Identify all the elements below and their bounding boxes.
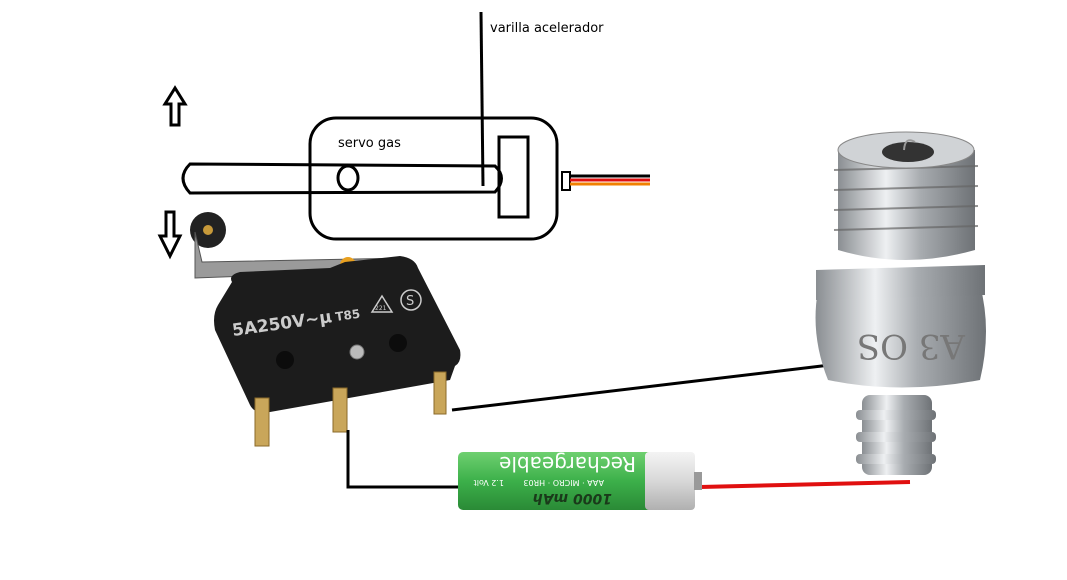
battery-type: AAA · MICRO · HR03 [523,478,604,487]
servo-body [308,116,559,241]
glow-plug: A3 OS [815,131,986,475]
battery-brand-text: Rechargeable [499,452,636,476]
switch-cert: 221 [375,305,387,312]
accelerator-rod-label: varilla acelerador [490,21,604,36]
wire-battery-to-plug [699,480,911,489]
glow-plug-text: A3 OS [857,326,966,366]
switch-mark: S [406,294,414,309]
battery-capacity: 1000 mAh [533,490,612,506]
microswitch: 5A250V~μ T85 221 S [190,212,461,447]
battery-voltage: 1.2 Volt [474,478,504,487]
servo-horn [497,135,530,219]
servo-label: servo gas [338,136,401,151]
arrow-down-icon [157,210,183,260]
switch-temp: T85 [334,307,361,324]
battery: 1000 mAh AAA · MICRO · HR03 1.2 Volt Rec… [458,452,702,510]
wire-switch-to-battery [346,430,460,489]
wire-switch-to-plug [451,363,831,412]
arrow-up-icon [162,85,188,127]
accelerator-rod-line [479,11,485,187]
servo-pivot [336,164,360,192]
servo-connector [561,171,571,191]
